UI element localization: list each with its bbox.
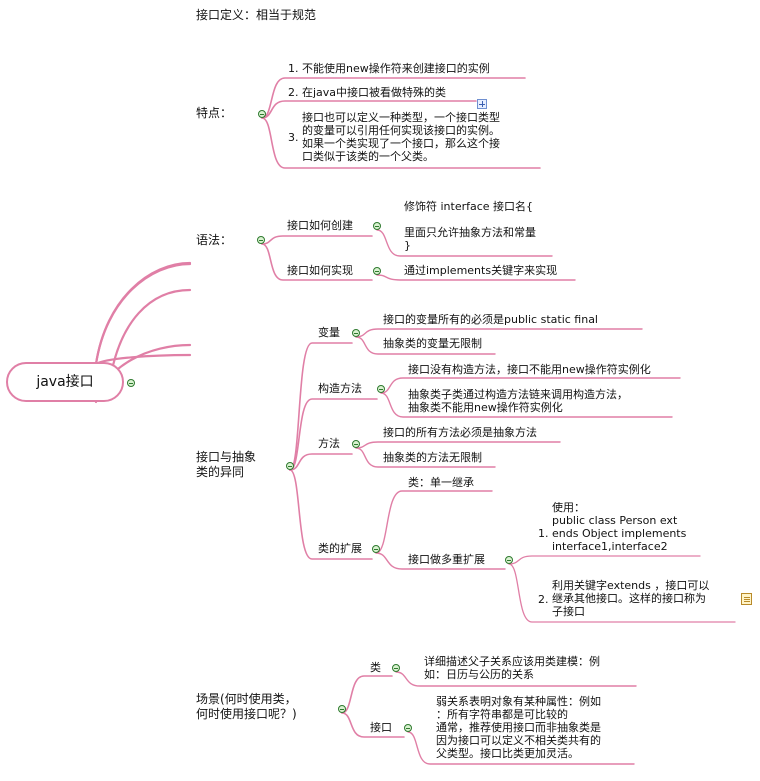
node-syntax[interactable]: 语法：: [196, 233, 233, 247]
branch-line: [261, 100, 477, 119]
branch-line: [375, 552, 506, 570]
node-interface-multi-extend[interactable]: 接口做多重扩展: [408, 553, 485, 566]
branch-line: [261, 243, 373, 281]
node-definition[interactable]: 接口定义：相当于规范: [196, 8, 317, 22]
branch-line: [508, 555, 701, 565]
scene-interface-text[interactable]: 弱关系表明对象有某种属性：例如 ：所有字符串都是可比较的 通常，推荐使用接口而非…: [436, 695, 601, 760]
multi-extend-2-number: 2.: [538, 593, 549, 606]
constructors-abstract[interactable]: 抽象类子类通过构造方法链来调用构造方法， 抽象类不能用new操作符实例化: [408, 388, 628, 414]
constructors-interface[interactable]: 接口没有构造方法，接口不能用new操作符实例化: [408, 363, 651, 376]
collapse-icon[interactable]: [377, 385, 385, 393]
branch-line-undefined: [108, 288, 192, 382]
collapse-icon[interactable]: [257, 236, 265, 244]
collapse-icon[interactable]: [505, 556, 513, 564]
branch-line: [341, 675, 393, 714]
node-methods[interactable]: 方法: [318, 437, 340, 450]
methods-interface[interactable]: 接口的所有方法必须是抽象方法: [383, 426, 537, 439]
collapse-icon[interactable]: [392, 664, 400, 672]
node-constructors[interactable]: 构造方法: [318, 382, 362, 395]
branch-line: [289, 398, 378, 471]
feature-1-number: 1.: [288, 62, 299, 75]
feature-3-number: 3.: [288, 131, 299, 144]
branch-line: [289, 342, 353, 471]
branch-line: [261, 117, 541, 169]
methods-abstract[interactable]: 抽象类的方法无限制: [383, 451, 482, 464]
branch-line: [355, 447, 496, 468]
branch-line: [407, 731, 635, 765]
feature-2-number: 2.: [288, 86, 299, 99]
note-icon[interactable]: [741, 593, 752, 605]
collapse-icon[interactable]: [338, 705, 346, 713]
scene-class-text[interactable]: 详细描述父子关系应该用类建模：例 如：日历与公历的关系: [424, 655, 600, 681]
node-variables[interactable]: 变量: [318, 326, 340, 339]
root-label: java接口: [36, 374, 94, 390]
collapse-icon[interactable]: [127, 379, 135, 387]
feature-2-text[interactable]: 在java中接口被看做特殊的类: [302, 86, 447, 99]
branch-line: [508, 563, 736, 623]
collapse-icon[interactable]: [258, 110, 266, 118]
branch-line: [380, 392, 673, 418]
collapse-icon[interactable]: [352, 329, 360, 337]
node-compare[interactable]: 接口与抽象 类的异同: [196, 450, 257, 479]
branch-line: [289, 469, 373, 560]
node-interface-implement[interactable]: 接口如何实现: [287, 264, 353, 277]
variables-abstract[interactable]: 抽象类的变量无限制: [383, 337, 482, 350]
branch-line-undefined: [94, 261, 192, 366]
branch-line: [355, 441, 561, 449]
interface-implement-text[interactable]: 通过implements关键字来实现: [404, 264, 558, 277]
node-extension[interactable]: 类的扩展: [318, 542, 362, 555]
node-scene-class[interactable]: 类: [370, 661, 381, 674]
branch-line: [375, 490, 493, 554]
multi-extend-2-text[interactable]: 利用关键字extends ，接口可以 继承其他接口。这样的接口称为 子接口: [552, 579, 710, 618]
branch-line: [289, 453, 353, 471]
interface-create-code[interactable]: 修饰符 interface 接口名{ 里面只允许抽象方法和常量 }: [404, 200, 536, 252]
collapse-icon[interactable]: [373, 267, 381, 275]
root-node[interactable]: java接口: [6, 362, 124, 402]
branch-line: [355, 336, 496, 355]
expand-icon[interactable]: [477, 99, 487, 109]
node-features[interactable]: 特点：: [196, 106, 233, 120]
branch-line: [380, 377, 681, 394]
branch-line: [261, 235, 373, 245]
collapse-icon[interactable]: [352, 440, 360, 448]
feature-1-text[interactable]: 不能使用new操作符来创建接口的实例: [302, 62, 490, 75]
feature-3-text[interactable]: 接口也可以定义一种类型，一个接口类型 的变量可以引用任何实现该接口的实例。 如果…: [302, 111, 500, 163]
multi-extend-1-number: 1.: [538, 527, 549, 540]
branch-line: [355, 328, 643, 338]
branch-line: [376, 229, 553, 257]
extension-class[interactable]: 类：单一继承: [408, 476, 474, 489]
branch-line: [376, 274, 576, 281]
branch-line: [395, 671, 637, 687]
collapse-icon[interactable]: [372, 545, 380, 553]
node-scene-interface[interactable]: 接口: [370, 721, 392, 734]
node-scene[interactable]: 场景(何时使用类， 何时使用接口呢？): [196, 692, 297, 721]
multi-extend-1-text[interactable]: 使用： public class Person ext ends Object …: [552, 501, 687, 553]
collapse-icon[interactable]: [286, 462, 294, 470]
collapse-icon[interactable]: [404, 724, 412, 732]
branch-line: [341, 712, 405, 738]
variables-interface[interactable]: 接口的变量所有的必须是public static final: [383, 313, 598, 326]
node-interface-create[interactable]: 接口如何创建: [287, 219, 353, 232]
collapse-icon[interactable]: [373, 222, 381, 230]
